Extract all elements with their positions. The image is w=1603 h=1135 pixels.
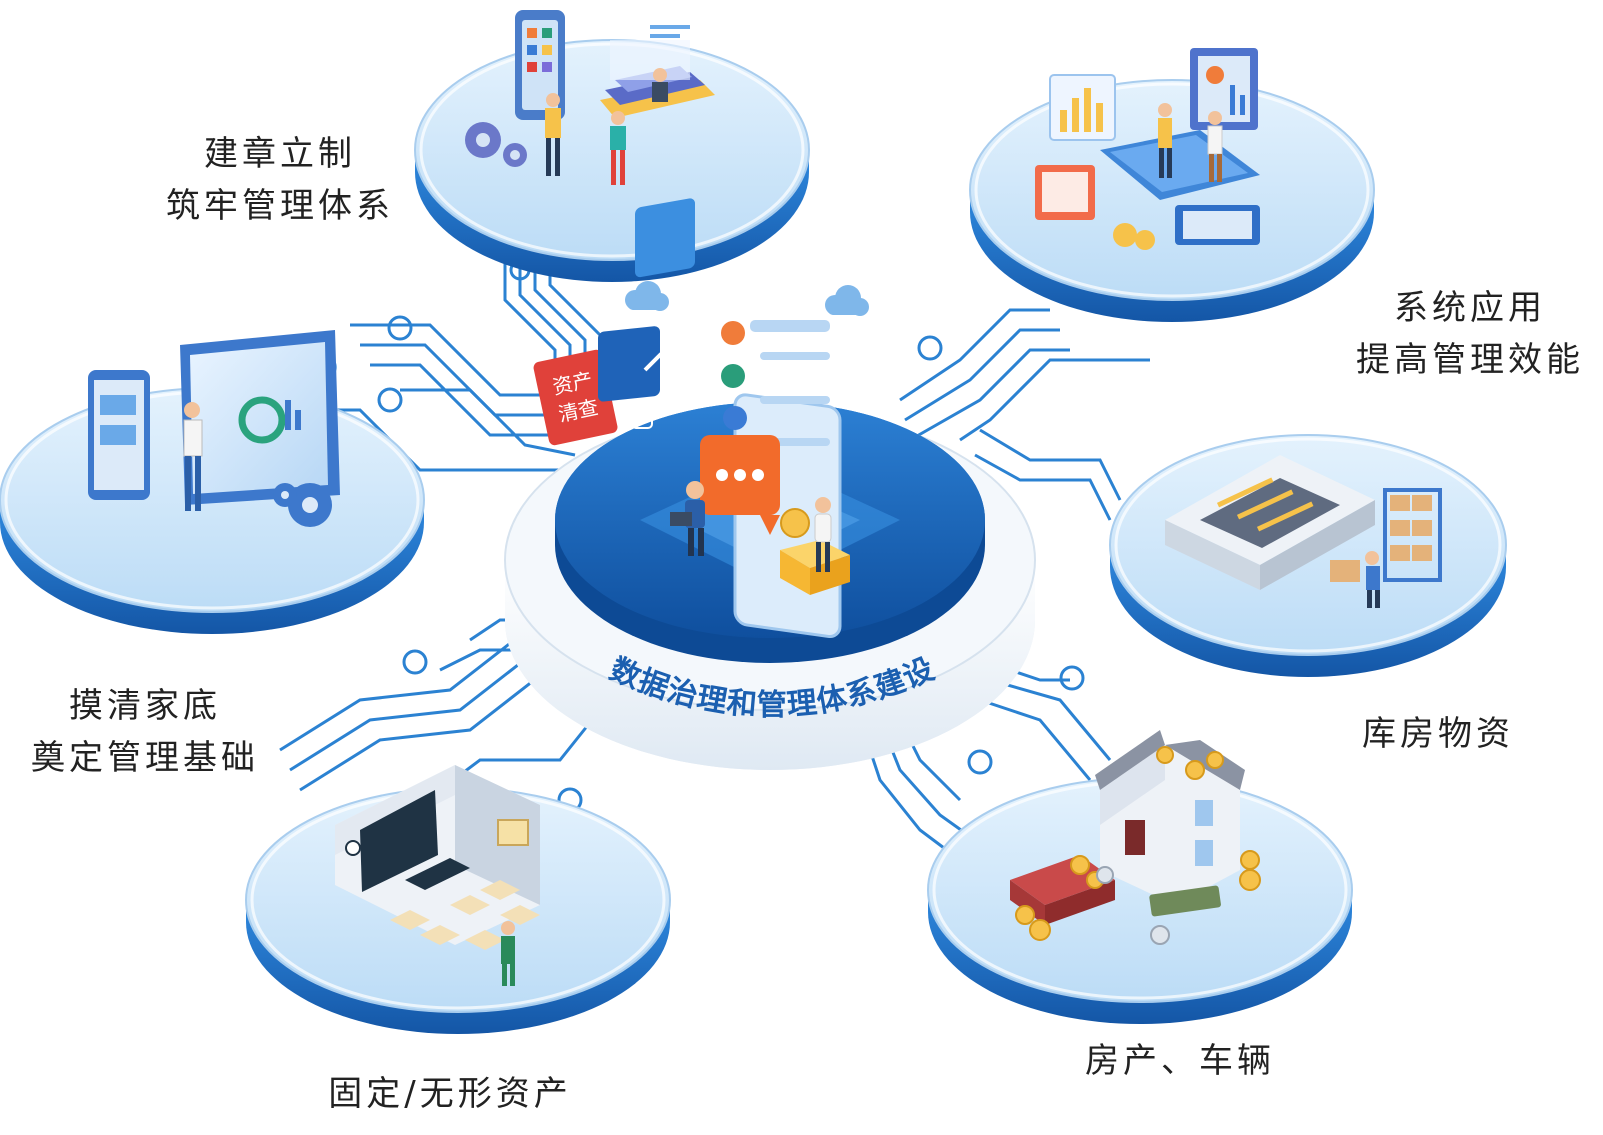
illustration-survey bbox=[88, 330, 340, 527]
currency-symbol: ¥ bbox=[618, 411, 631, 435]
coin-icon bbox=[1015, 746, 1261, 941]
illustration-house bbox=[1010, 730, 1261, 945]
cloud-icon bbox=[625, 281, 669, 311]
circuit-traces bbox=[279, 255, 1150, 862]
illustration-rules bbox=[465, 10, 715, 185]
platform-sys bbox=[969, 79, 1375, 322]
chat-bubble-icon bbox=[700, 435, 780, 535]
cloud-icon bbox=[825, 285, 869, 316]
wallet-icon: ¥ bbox=[598, 326, 660, 435]
label-sys-line1: 系统应用 bbox=[1394, 288, 1546, 328]
illustration-system bbox=[1035, 48, 1260, 250]
label-survey-line1: 摸清家底 bbox=[69, 686, 221, 726]
label-ware-line1: 库房物资 bbox=[1362, 714, 1514, 754]
platform-rim bbox=[1114, 437, 1502, 653]
label-build-rules: 建章立制 筑牢管理体系 bbox=[150, 128, 410, 232]
asset-inventory-tag: 资产 清查 bbox=[533, 349, 618, 446]
person-standing-icon bbox=[814, 497, 832, 572]
label-sys-line2: 提高管理效能 bbox=[1356, 340, 1584, 380]
label-build-line1: 建章立制 bbox=[204, 134, 356, 174]
label-build-line2: 筑牢管理体系 bbox=[166, 186, 394, 226]
label-survey-line2: 奠定管理基础 bbox=[31, 738, 259, 778]
circuit-upper-right bbox=[899, 308, 1150, 521]
label-fixed-intangible-assets: 固定/无形资产 bbox=[320, 1068, 580, 1120]
label-warehouse-materials: 库房物资 bbox=[1348, 708, 1528, 760]
platform-rim bbox=[974, 82, 1370, 298]
label-house-line1: 房产、车辆 bbox=[1085, 1041, 1275, 1081]
trend-chart-icon bbox=[635, 198, 695, 372]
illustration-classroom bbox=[335, 765, 540, 986]
label-fixed-line1: 固定/无形资产 bbox=[328, 1074, 572, 1114]
label-system-application: 系统应用 提高管理效能 bbox=[1350, 282, 1590, 386]
label-property-vehicles: 房产、车辆 bbox=[1070, 1035, 1290, 1087]
node-platforms bbox=[0, 39, 1507, 1034]
label-asset-survey: 摸清家底 奠定管理基础 bbox=[20, 680, 270, 784]
illustration-warehouse bbox=[1165, 455, 1442, 608]
person-with-laptop-icon bbox=[670, 481, 705, 556]
